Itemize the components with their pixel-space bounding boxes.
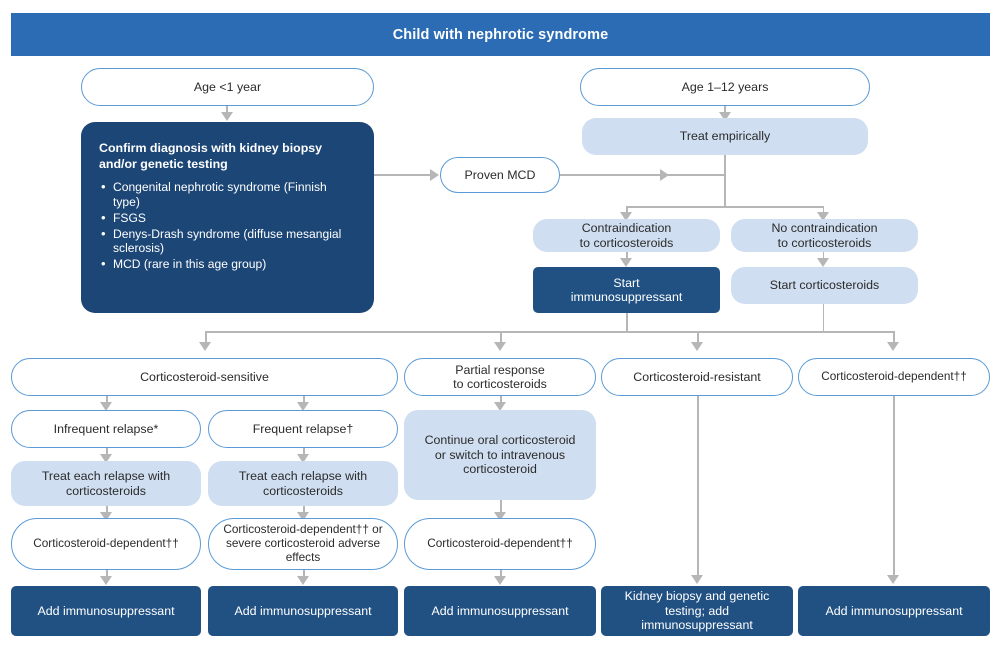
node-treat-each-relapse-infrequent[interactable]: Treat each relapse with corticosteroids — [11, 461, 201, 506]
arrow-down-icon — [887, 342, 900, 351]
arrow-down-icon — [100, 576, 113, 585]
connector-line — [697, 396, 699, 576]
list-item: Denys-Drash syndrome (diffuse mesangial … — [99, 226, 356, 257]
node-continue-oral-corticosteroid[interactable]: Continue oral corticosteroid or switch t… — [404, 410, 596, 500]
node-age-1-to-12[interactable]: Age 1–12 years — [580, 68, 870, 106]
node-corticosteroid-sensitive[interactable]: Corticosteroid-sensitive — [11, 358, 398, 396]
infobox-list: Congenital nephrotic syndrome (Finnish t… — [99, 179, 356, 272]
connector-line — [626, 206, 628, 216]
arrow-down-icon — [494, 576, 507, 585]
node-action-add-immunosuppressant-3[interactable]: Add immunosuppressant — [404, 586, 596, 636]
arrow-down-icon — [297, 454, 310, 463]
infobox-title: Confirm diagnosis with kidney biopsy and… — [99, 141, 323, 171]
arrow-down-icon — [691, 575, 704, 584]
arrow-down-icon — [691, 342, 704, 351]
list-item: MCD (rare in this age group) — [99, 256, 356, 272]
arrow-down-icon — [620, 258, 633, 267]
connector-line — [303, 448, 305, 456]
node-dependent-partial[interactable]: Corticosteroid-dependent†† — [404, 518, 596, 570]
connector-line — [724, 155, 726, 208]
connector-line — [500, 500, 502, 514]
connector-line — [626, 252, 628, 260]
page-title: Child with nephrotic syndrome — [11, 13, 990, 56]
node-contraindication[interactable]: Contraindication to corticosteroids — [533, 219, 720, 252]
node-dependent-infrequent[interactable]: Corticosteroid-dependent†† — [11, 518, 201, 570]
connector-line — [106, 448, 108, 456]
arrow-down-icon — [817, 258, 829, 267]
arrow-down-icon — [100, 454, 113, 463]
node-infrequent-relapse[interactable]: Infrequent relapse* — [11, 410, 201, 448]
arrow-right-icon — [660, 168, 669, 181]
arrow-down-icon — [100, 512, 113, 521]
connector-line — [893, 331, 895, 345]
connector-line — [226, 106, 228, 114]
connector-line — [205, 331, 207, 345]
connector-line — [106, 570, 108, 578]
connector-line — [626, 206, 824, 208]
node-action-add-immunosuppressant-1[interactable]: Add immunosuppressant — [11, 586, 201, 636]
connector-line — [106, 396, 108, 404]
node-no-contraindication[interactable]: No contraindication to corticosteroids — [731, 219, 918, 252]
connector-line — [303, 506, 305, 514]
connector-line — [205, 331, 894, 333]
arrow-down-icon — [718, 112, 731, 121]
node-action-add-immunosuppressant-2[interactable]: Add immunosuppressant — [208, 586, 398, 636]
connector-line — [374, 174, 431, 176]
arrow-down-icon — [494, 512, 507, 521]
arrow-down-icon — [494, 342, 507, 351]
connector-line — [106, 506, 108, 514]
connector-line — [500, 570, 502, 578]
connector-line — [626, 313, 628, 332]
node-corticosteroid-dependent[interactable]: Corticosteroid-dependent†† — [798, 358, 990, 396]
connector-line — [724, 106, 726, 114]
node-treat-each-relapse-frequent[interactable]: Treat each relapse with corticosteroids — [208, 461, 398, 506]
connector-line — [500, 396, 502, 404]
connector-line — [560, 174, 724, 176]
connector-line — [697, 331, 699, 345]
node-proven-mcd[interactable]: Proven MCD — [440, 157, 560, 193]
node-action-kidney-biopsy-genetic-testing[interactable]: Kidney biopsy and genetic testing; add i… — [601, 586, 793, 636]
list-item: Congenital nephrotic syndrome (Finnish t… — [99, 179, 356, 210]
arrow-down-icon — [100, 402, 113, 411]
connector-line — [822, 206, 825, 216]
node-age-under-1[interactable]: Age <1 year — [81, 68, 374, 106]
connector-line — [500, 331, 502, 345]
list-item: FSGS — [99, 210, 356, 226]
connector-line — [822, 304, 825, 332]
node-corticosteroid-resistant[interactable]: Corticosteroid-resistant — [601, 358, 793, 396]
arrow-down-icon — [220, 112, 233, 121]
node-frequent-relapse[interactable]: Frequent relapse† — [208, 410, 398, 448]
arrow-down-icon — [297, 402, 310, 411]
connector-line — [893, 396, 895, 576]
connector-line — [822, 252, 825, 260]
arrow-down-icon — [887, 575, 900, 584]
node-confirm-diagnosis[interactable]: Confirm diagnosis with kidney biopsy and… — [81, 122, 374, 313]
arrow-down-icon — [199, 342, 212, 351]
node-start-immunosuppressant[interactable]: Start immunosuppressant — [533, 267, 720, 313]
arrow-down-icon — [297, 576, 310, 585]
connector-line — [303, 396, 305, 404]
node-start-corticosteroids[interactable]: Start corticosteroids — [731, 267, 918, 304]
arrow-right-icon — [430, 168, 439, 181]
arrow-down-icon — [297, 512, 310, 521]
connector-line — [303, 570, 305, 578]
arrow-down-icon — [620, 212, 633, 221]
node-treat-empirically[interactable]: Treat empirically — [582, 118, 868, 155]
arrow-down-icon — [494, 402, 507, 411]
node-action-add-immunosuppressant-4[interactable]: Add immunosuppressant — [798, 586, 990, 636]
node-partial-response[interactable]: Partial response to corticosteroids — [404, 358, 596, 396]
node-dependent-or-adverse-effects[interactable]: Corticosteroid-dependent†† or severe cor… — [208, 518, 398, 570]
arrow-down-icon — [817, 212, 829, 221]
